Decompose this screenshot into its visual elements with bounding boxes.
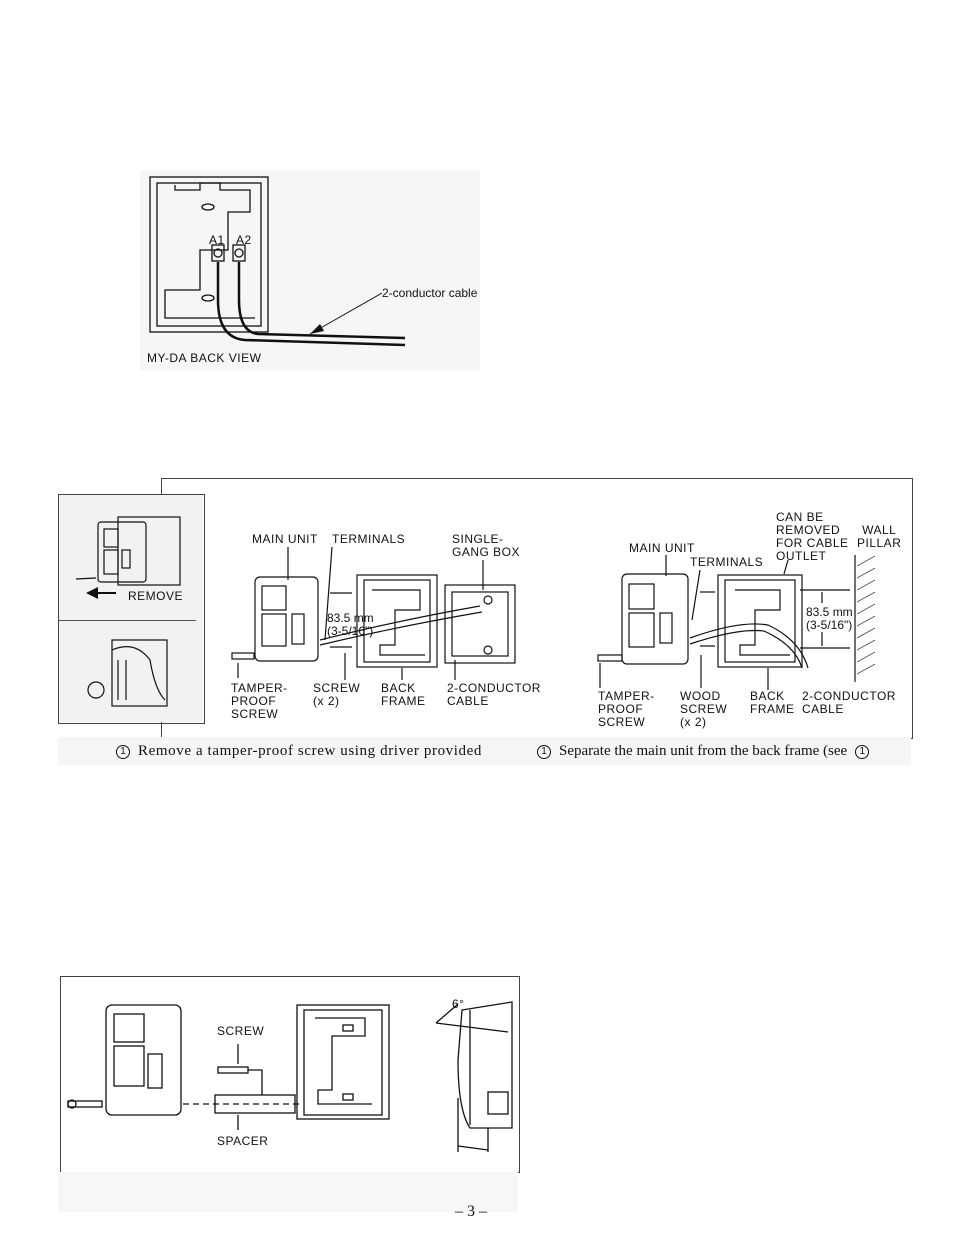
right-dimension-label: 83.5 mm (3-5/16") bbox=[806, 605, 853, 632]
figure1-background bbox=[140, 170, 480, 370]
step-number-badge-right: 1 bbox=[537, 745, 551, 759]
left-single-gang-box-label: SINGLE- GANG BOX bbox=[452, 532, 521, 559]
figure2-sidebar-divider bbox=[58, 620, 196, 621]
figure3-bottom-band bbox=[58, 1172, 518, 1212]
page-number: – 3 – bbox=[455, 1203, 487, 1220]
left-tamper-proof-screw-label: TAMPER- PROOF SCREW bbox=[231, 681, 288, 721]
left-main-unit-label: MAIN UNIT bbox=[252, 532, 318, 546]
step-number-badge: 1 bbox=[116, 745, 130, 759]
caption-right: 1 Separate the main unit from the back fr… bbox=[537, 743, 870, 760]
right-back-frame-label: BACK FRAME bbox=[750, 689, 795, 716]
remove-label: REMOVE bbox=[128, 589, 184, 603]
figure2-sidebar-background bbox=[58, 494, 203, 722]
figure3-angle-label: 6° bbox=[452, 997, 465, 1011]
terminal-a2-label: A2 bbox=[236, 233, 252, 247]
left-screw-label: SCREW (x 2) bbox=[313, 681, 361, 708]
caption-right-text: Separate the main unit from the back fra… bbox=[559, 743, 848, 759]
cable-label: 2-conductor cable bbox=[382, 286, 478, 300]
figure3-screw-label: SCREW bbox=[217, 1024, 265, 1038]
right-cable-label: 2-CONDUCTOR CABLE bbox=[802, 689, 896, 716]
left-back-frame-label: BACK FRAME bbox=[381, 681, 426, 708]
left-terminals-label: TERMINALS bbox=[332, 532, 406, 546]
left-cable-label: 2-CONDUCTOR CABLE bbox=[447, 681, 541, 708]
figure3-spacer-label: SPACER bbox=[217, 1134, 269, 1148]
right-tamper-proof-screw-label: TAMPER- PROOF SCREW bbox=[598, 689, 655, 729]
right-wood-screw-label: WOOD SCREW (x 2) bbox=[680, 689, 728, 729]
left-dimension-label: 83.5 mm (3-5/16") bbox=[327, 611, 374, 638]
right-wall-pillar-label: WALL PILLAR bbox=[857, 523, 902, 550]
caption-background bbox=[58, 737, 911, 765]
terminal-a1-label: A1 bbox=[209, 233, 225, 247]
figure2-sidebar-frame bbox=[58, 494, 205, 724]
caption-left-text: Remove a tamper-proof screw using driver… bbox=[138, 743, 482, 759]
figure1-caption: MY-DA BACK VIEW bbox=[147, 351, 262, 365]
caption-left: 1 Remove a tamper-proof screw using drive… bbox=[116, 743, 482, 760]
right-can-be-removed-label: CAN BE REMOVED FOR CABLE OUTLET bbox=[776, 510, 849, 563]
right-main-unit-label: MAIN UNIT bbox=[629, 541, 695, 555]
right-terminals-label: TERMINALS bbox=[690, 555, 764, 569]
step-number-badge-end: 1 bbox=[855, 745, 870, 759]
